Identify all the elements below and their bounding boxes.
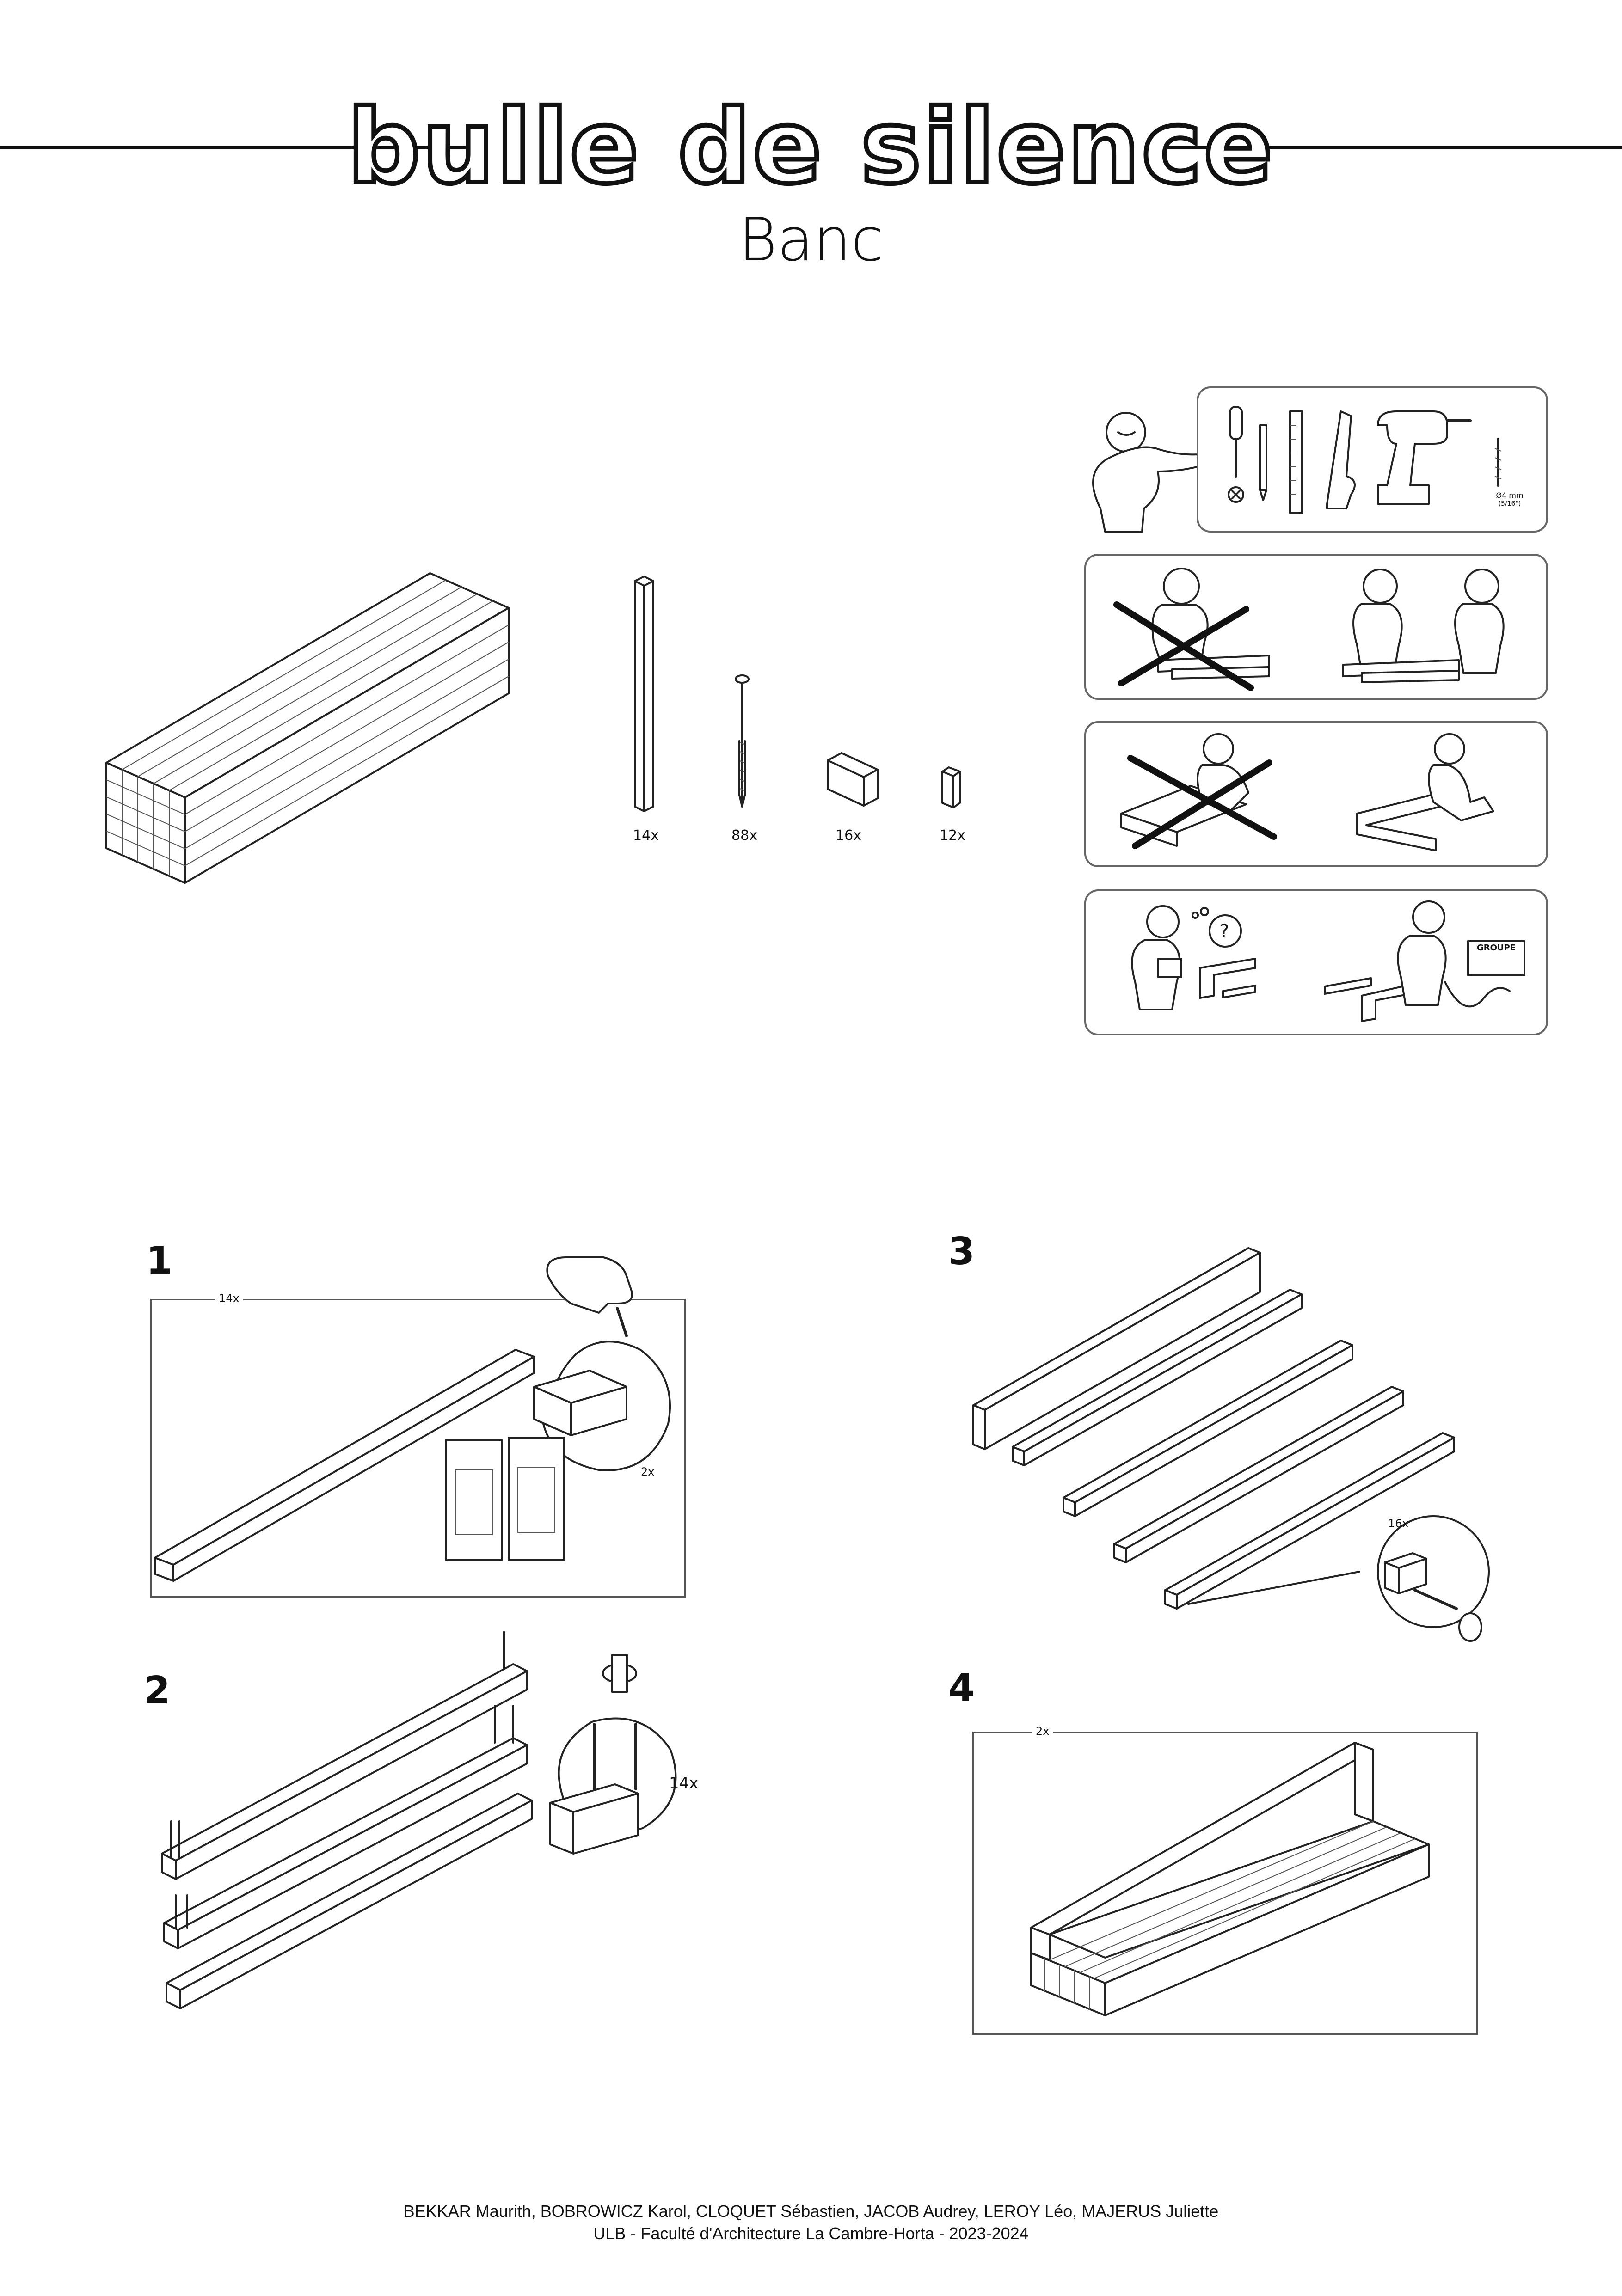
step-1-detail-qty: 2x — [641, 1465, 655, 1478]
step-3-illustration — [972, 1247, 1490, 1642]
drill-icon — [1377, 410, 1472, 505]
part-screw-qty: 88x — [731, 827, 757, 844]
assembly-on-soft-surface — [1356, 733, 1494, 851]
helper-figure-tools — [1092, 412, 1214, 533]
beam-with-screws — [161, 1631, 533, 2009]
rotate-screwdriver-icon — [1458, 1612, 1482, 1642]
step-2-illustration — [161, 1631, 677, 2009]
footer-institution: ULB - Faculté d'Architecture La Cambre-H… — [593, 2224, 1029, 2243]
group-sign — [1467, 940, 1525, 976]
svg-text:?: ? — [1219, 921, 1229, 942]
step-1-qty: 14x — [215, 1292, 243, 1305]
step-2-number: 2 — [144, 1669, 171, 1713]
tools-panel — [1197, 386, 1548, 533]
two-person-figures — [1342, 569, 1505, 683]
tools-illustration — [1228, 406, 1502, 514]
finished-bench — [1030, 1742, 1430, 2016]
part-dowel-qty: 12x — [940, 827, 965, 844]
brand-title: bulle de silence — [345, 86, 1275, 208]
drill-icon — [546, 1256, 633, 1337]
step-1-illustration — [154, 1256, 671, 1582]
part-beam-qty: 14x — [633, 827, 659, 844]
part-beam-icon — [634, 576, 654, 812]
header-rule-left — [0, 146, 467, 149]
confused-figure — [1131, 905, 1182, 1010]
saw-icon — [1326, 410, 1356, 509]
product-title: Banc — [738, 206, 884, 275]
part-screw-icon — [735, 674, 750, 808]
header-rule-right — [1154, 146, 1622, 149]
ruler-icon — [1289, 410, 1303, 514]
drill-bit-size-imperial: (5/16") — [1498, 500, 1521, 508]
step-4-qty: 2x — [1032, 1725, 1053, 1738]
seat-assembly — [972, 1247, 1455, 1610]
notice-protect-floor — [1084, 721, 1548, 867]
single-person-figure — [1151, 568, 1270, 680]
beam-drawing — [154, 1349, 535, 1582]
step-2-detail-qty: 14x — [669, 1774, 699, 1793]
screwdriver-icon — [1229, 406, 1243, 478]
pencil-icon — [1259, 424, 1267, 501]
question-bubble-icon — [1209, 914, 1242, 948]
step-4-frame — [972, 1732, 1478, 2035]
step-3-number: 3 — [948, 1230, 975, 1274]
step-4-illustration — [1030, 1742, 1430, 2016]
group-sign-label: GROUPE — [1476, 943, 1516, 953]
drill-bit-size: Ø4 mm — [1496, 491, 1524, 500]
beam-stack-illustration — [105, 572, 510, 884]
part-block-qty: 16x — [836, 827, 861, 844]
drill-bit-icon — [1494, 438, 1502, 487]
step-3-detail-qty: 16x — [1388, 1517, 1409, 1530]
notice-pairs-illustration — [1113, 568, 1505, 691]
step-4-number: 4 — [948, 1666, 975, 1710]
notice-floor-illustration — [1120, 733, 1494, 851]
step-1-number: 1 — [146, 1239, 173, 1283]
footer-authors: BEKKAR Maurith, BOBROWICZ Karol, CLOQUET… — [403, 2202, 1219, 2221]
phoning-figure — [1324, 900, 1511, 1022]
part-dowel-icon — [941, 766, 961, 808]
notice-help-illustration: ? — [1131, 900, 1525, 1022]
part-block-icon — [827, 752, 879, 807]
step-1-frame — [150, 1299, 686, 1598]
